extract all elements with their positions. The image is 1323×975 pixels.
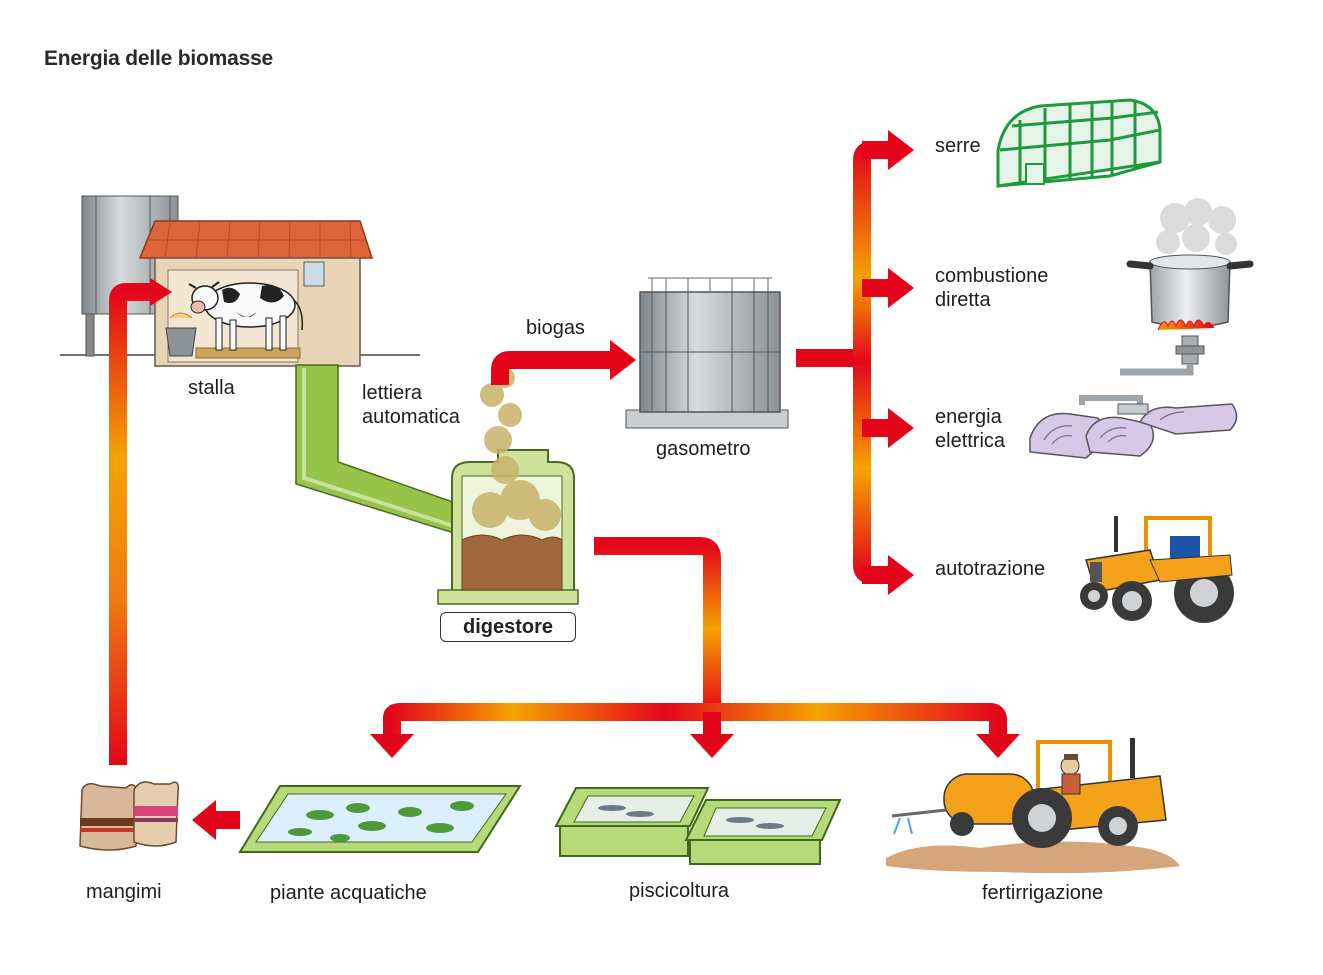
- fish-farming-tanks-icon: [554, 787, 842, 865]
- cooking-pot-icon: [1120, 198, 1254, 376]
- digestore-illustration: [437, 368, 579, 605]
- label-combustione-2: diretta: [935, 289, 991, 311]
- label-stalla: stalla: [188, 377, 235, 399]
- label-combustione-1: combustione: [935, 265, 1049, 287]
- label-piante-acquatiche: piante acquatiche: [270, 882, 427, 904]
- stalla-illustration: [60, 195, 420, 367]
- label-piscicoltura: piscicoltura: [629, 880, 730, 902]
- label-digestore: digestore: [440, 612, 576, 642]
- feed-sacks-icon: [79, 781, 180, 851]
- label-fertirrigazione: fertirrigazione: [982, 882, 1104, 904]
- gasometro-illustration: [625, 277, 789, 429]
- page-title: Energia delle biomasse: [44, 47, 274, 70]
- arrow-network: [109, 130, 1020, 840]
- fertigation-tractor-icon: [886, 738, 1180, 874]
- label-serre: serre: [935, 135, 981, 157]
- label-biogas: biogas: [526, 317, 585, 339]
- tractor-icon: [1080, 516, 1234, 623]
- label-lettiera-2: automatica: [362, 406, 460, 428]
- label-gasometro: gasometro: [656, 438, 751, 460]
- label-mangimi: mangimi: [86, 881, 162, 903]
- greenhouse-icon: [996, 98, 1162, 188]
- label-energia-1: energia: [935, 406, 1002, 428]
- power-generator-icon: [1029, 395, 1238, 459]
- cow-icon: [188, 281, 304, 351]
- label-autotrazione: autotrazione: [935, 558, 1046, 580]
- aquatic-plants-pond-icon: [238, 785, 522, 853]
- label-energia-2: elettrica: [935, 430, 1006, 452]
- label-lettiera-1: lettiera: [362, 382, 423, 404]
